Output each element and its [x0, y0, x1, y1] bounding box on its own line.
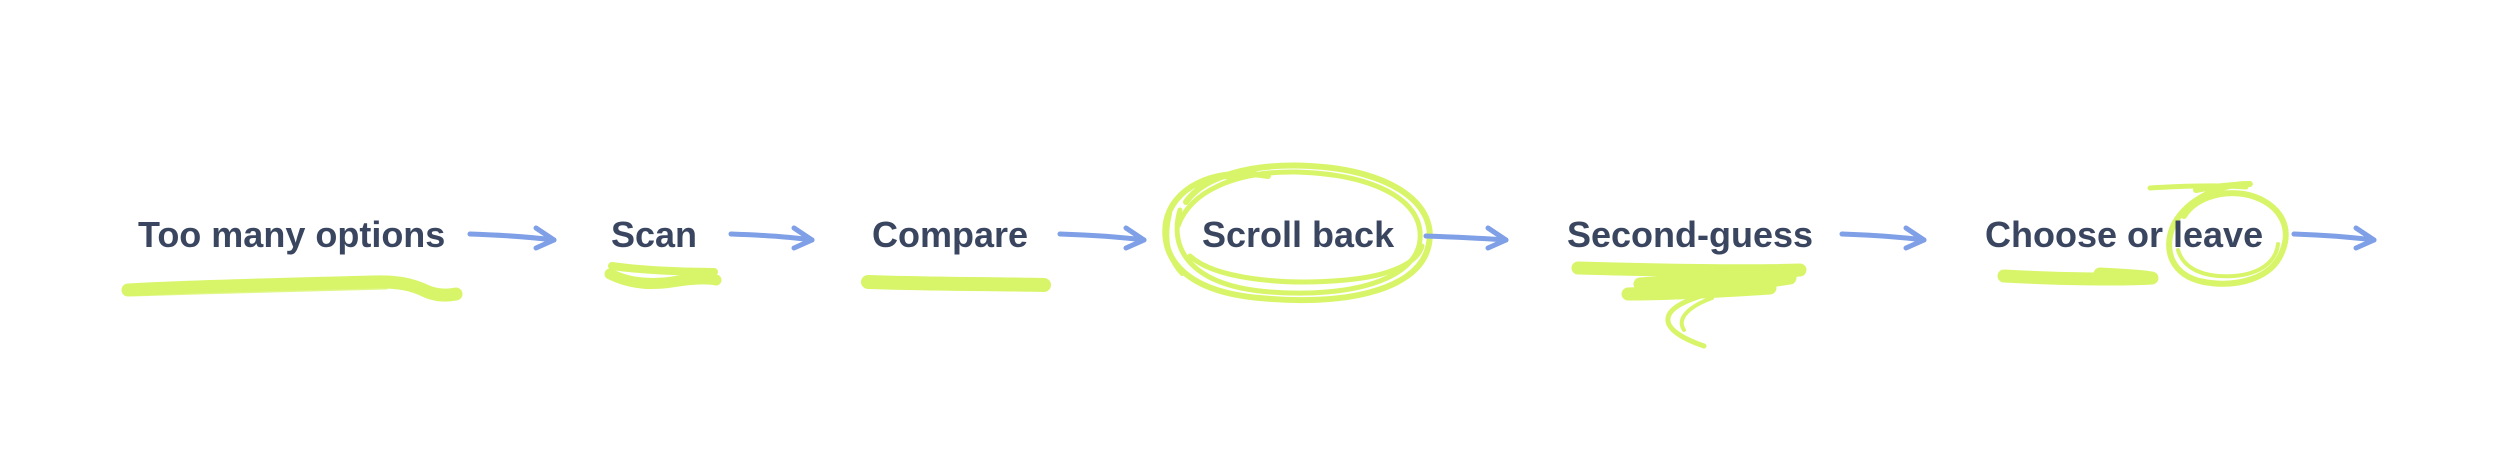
highlight-circle-scroll-back-tail — [1165, 175, 1234, 276]
highlight-underline-too-many-options-edge — [129, 284, 389, 297]
arrow-right-icon — [1423, 225, 1509, 251]
step-scan-label: Scan — [611, 214, 697, 255]
arrow-right-icon — [467, 225, 557, 251]
highlight-scribble-second-guess — [1571, 261, 1807, 301]
highlight-marks — [121, 162, 2289, 349]
step-scroll-back-label: Scroll back — [1202, 214, 1395, 255]
arrow-right-icon — [2291, 225, 2377, 251]
arrow-right-icon — [728, 225, 815, 251]
highlight-underline-compare — [861, 275, 1051, 292]
highlight-scribble-second-guess-tail — [1665, 287, 1723, 349]
highlight-underline-choose-or-leave — [1997, 267, 2159, 286]
arrow-right-icon — [1057, 225, 1147, 251]
step-too-many-options-label: Too many options — [138, 214, 445, 255]
highlight-circle-scroll-back-loop-2 — [1174, 169, 1423, 296]
highlight-circle-scroll-back-loop-3 — [1187, 243, 1425, 285]
highlight-circle-leave — [2166, 181, 2289, 287]
connector-arrows — [467, 225, 2377, 251]
step-labels: Too many options Scan Compare Scroll bac… — [138, 214, 2263, 255]
highlight-underline-too-many-options — [121, 275, 463, 302]
step-choose-or-leave-label: Choose or leave — [1985, 214, 2263, 255]
highlight-underline-scan-hook — [604, 268, 722, 290]
step-compare-label: Compare — [872, 214, 1028, 255]
highlight-scribble-second-guess-tail-2 — [1679, 296, 1714, 332]
arrow-right-icon — [1839, 225, 1927, 251]
highlight-underline-scan — [608, 262, 718, 276]
highlight-circle-scroll-back — [1162, 162, 1433, 304]
highlight-circle-leave-inner — [2176, 242, 2280, 279]
step-second-guess-label: Second-guess — [1567, 214, 1813, 255]
highlight-circle-leave-top-stroke — [2147, 183, 2249, 191]
